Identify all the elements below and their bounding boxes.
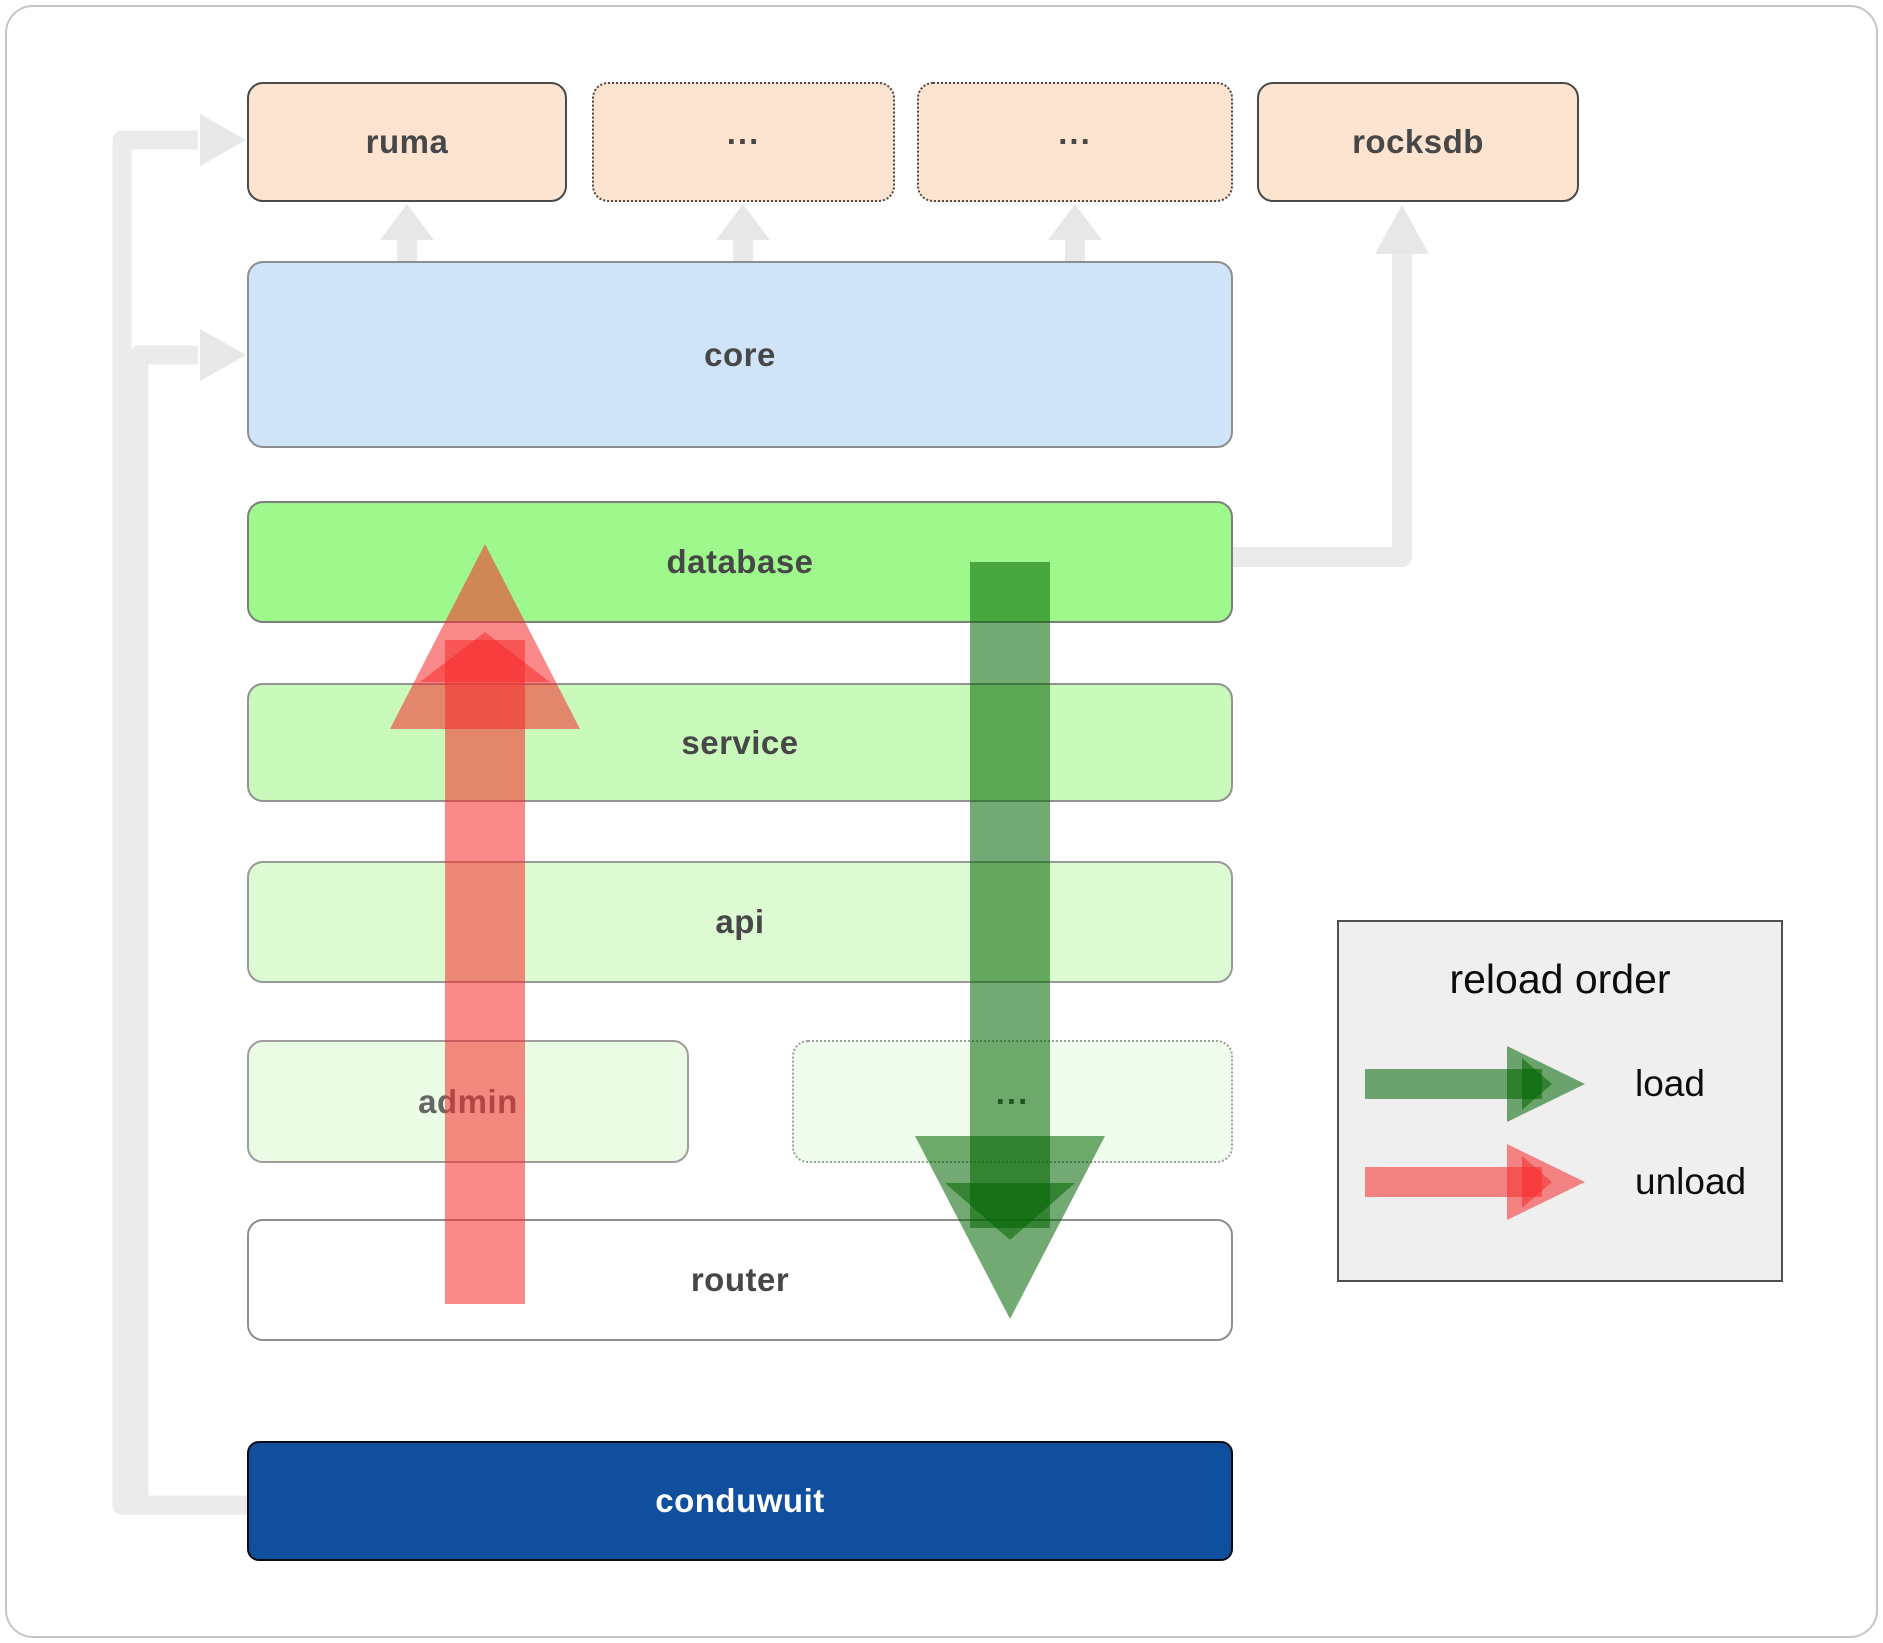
- core-to-module-arrow-2: [1048, 204, 1102, 264]
- box-module-placeholder-2: ...: [917, 82, 1233, 202]
- box-api-label: api: [715, 903, 765, 940]
- conduwuit-to-core-connector: [129, 345, 250, 1515]
- box-module-placeholder-1-label: ...: [726, 114, 761, 151]
- box-api: api: [247, 861, 1233, 983]
- box-database: database: [247, 501, 1233, 623]
- load-arrow: [915, 562, 1105, 1319]
- box-service-label: service: [681, 723, 799, 761]
- box-module-placeholder-1: ...: [592, 82, 895, 202]
- box-rocksdb-label: rocksdb: [1352, 123, 1484, 160]
- core-to-ruma-arrow: [380, 204, 434, 264]
- legend: reload order load unload: [1337, 920, 1783, 1282]
- box-module-placeholder-2-label: ...: [1058, 114, 1092, 151]
- unload-arrow: [390, 544, 580, 1304]
- box-core-label: core: [704, 335, 776, 373]
- legend-load-label: load: [1635, 1063, 1705, 1104]
- legend-unload-label: unload: [1635, 1161, 1747, 1202]
- box-conduwuit: conduwuit: [247, 1441, 1233, 1561]
- box-router-label: router: [690, 1261, 790, 1298]
- unload-arrow-icon: [1365, 1144, 1585, 1220]
- box-database-label: database: [666, 543, 814, 580]
- database-to-rocksdb-connector: [1230, 248, 1412, 567]
- load-arrow-icon: [1365, 1046, 1585, 1122]
- box-core: core: [247, 261, 1233, 448]
- box-rocksdb: rocksdb: [1257, 82, 1579, 202]
- conduwuit-to-ruma-arrowhead-icon: [200, 114, 246, 166]
- conduwuit-to-core-arrowhead-icon: [200, 329, 246, 381]
- database-to-rocksdb-arrowhead-icon: [1375, 205, 1429, 254]
- box-router: router: [247, 1219, 1233, 1341]
- box-ruma: ruma: [247, 82, 567, 202]
- box-ruma-label: ruma: [365, 123, 449, 160]
- legend-title: reload order: [1449, 956, 1671, 1002]
- box-conduwuit-label: conduwuit: [655, 1482, 825, 1519]
- core-to-module-arrow-1: [716, 204, 770, 264]
